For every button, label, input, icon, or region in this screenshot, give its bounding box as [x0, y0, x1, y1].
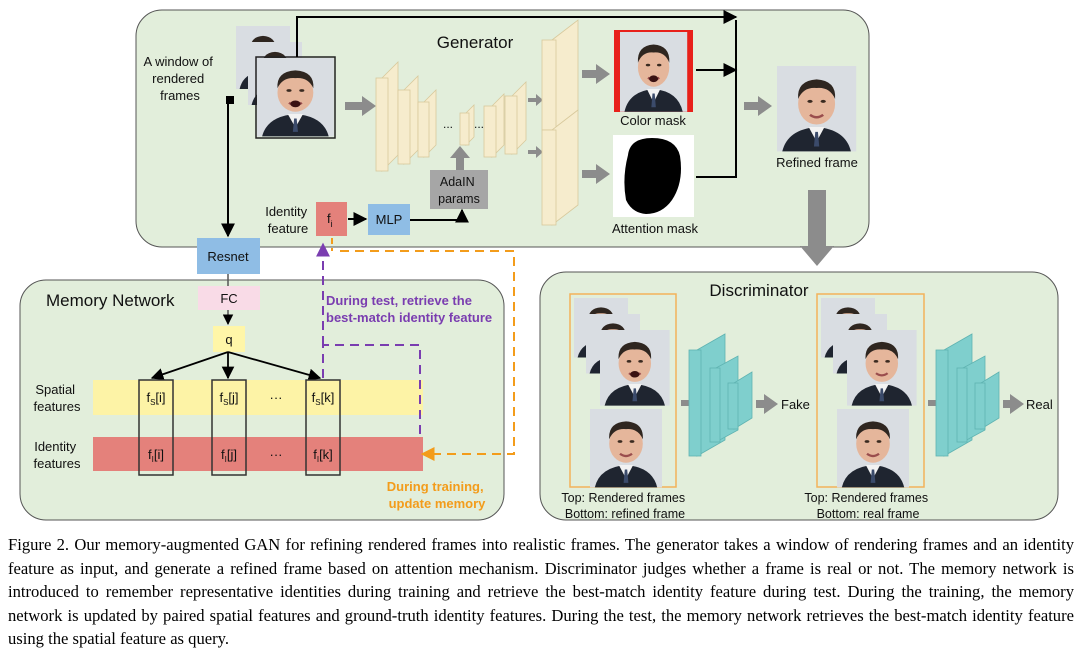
fi-i: fI[i] — [148, 447, 164, 464]
fs-k: fS[k] — [312, 390, 335, 407]
to-color-mask-arrow — [582, 64, 610, 84]
real-output-arrow — [1003, 394, 1024, 414]
test-note: During test, retrieve the best-match ide… — [326, 293, 492, 325]
attention-mask-image — [613, 135, 694, 217]
adain-params-label: AdaIN params — [438, 175, 480, 206]
fake-discriminator-blocks — [688, 333, 753, 457]
fc-label: FC — [220, 291, 237, 306]
discriminator-title: Discriminator — [709, 281, 809, 300]
query-arrows — [150, 351, 322, 381]
test-retrieval-path — [322, 344, 421, 440]
fake-refined-frame — [588, 407, 664, 489]
fs-i: fS[i] — [146, 390, 165, 407]
input-frame-stack — [235, 25, 336, 139]
refined-frame-label: Refined frame — [776, 155, 858, 170]
fi-label: fi — [327, 211, 333, 229]
fs-j: fS[j] — [219, 390, 238, 407]
fake-label: Fake — [781, 397, 810, 412]
fake-caption: Top: Rendered frames Bottom: refined fra… — [561, 491, 688, 521]
figure-caption: Figure 2. Our memory-augmented GAN for r… — [8, 535, 1074, 649]
encoder-ellipsis: ... — [443, 117, 453, 131]
fake-output-arrow — [756, 394, 778, 414]
generator-title: Generator — [437, 33, 514, 52]
input-frames-label: A window of rendered frames — [144, 54, 217, 103]
refined-frame-image — [775, 64, 858, 153]
decoder-ellipsis: ... — [474, 117, 484, 131]
fi-box — [316, 202, 347, 236]
mlp-box — [368, 204, 410, 235]
color-mask-image — [614, 30, 693, 112]
identity-feature-cells: fI[i] fI[j] ··· fI[k] — [148, 447, 333, 464]
fi-j: fI[j] — [221, 447, 237, 464]
identity-feature-label: Identity feature — [265, 204, 311, 236]
decoder-arrow-bottom — [528, 146, 543, 158]
resnet-box — [197, 238, 260, 274]
train-update-path — [340, 250, 515, 461]
fs-ellipsis: ··· — [270, 390, 283, 405]
to-attention-mask-arrow — [582, 164, 610, 184]
mlp-label: MLP — [376, 212, 403, 227]
spatial-feature-cells: fS[i] fS[j] ··· fS[k] — [146, 390, 334, 407]
generator-to-discriminator-arrow — [800, 190, 834, 266]
adain-params-box — [430, 170, 488, 209]
real-label: Real — [1026, 397, 1053, 412]
spatial-features-band — [93, 380, 423, 415]
fi-ellipsis: ··· — [270, 447, 283, 462]
train-note: During training, update memory — [387, 479, 487, 511]
resnet-label: Resnet — [207, 249, 249, 264]
identity-features-label: Identity features — [34, 439, 81, 471]
mlp-to-adain-arrow — [410, 208, 469, 223]
generator-connections — [296, 10, 738, 178]
q-box — [213, 326, 245, 352]
identity-features-band — [93, 437, 423, 471]
fc-box — [198, 286, 260, 310]
color-mask-label: Color mask — [620, 113, 686, 128]
architecture-diagram: Generator A window of rendered frames ..… — [19, 9, 1059, 521]
real-frame — [835, 407, 911, 489]
real-caption: Top: Rendered frames Bottom: real frame — [804, 491, 931, 521]
to-refined-arrow — [744, 96, 772, 116]
input-to-encoder-arrow — [345, 96, 376, 116]
memory-network-title: Memory Network — [46, 291, 175, 310]
decoder-arrow-top — [528, 94, 543, 106]
decoder-blocks — [541, 19, 579, 226]
encoder-blocks — [375, 61, 527, 172]
q-label: q — [225, 332, 232, 347]
memory-slot-columns — [138, 379, 341, 476]
fi-k: fI[k] — [313, 447, 333, 464]
spatial-features-label: Spatial features — [34, 382, 81, 414]
attention-mask-label: Attention mask — [612, 221, 698, 236]
adain-up-arrow — [450, 146, 470, 170]
real-discriminator-blocks — [935, 333, 1000, 457]
